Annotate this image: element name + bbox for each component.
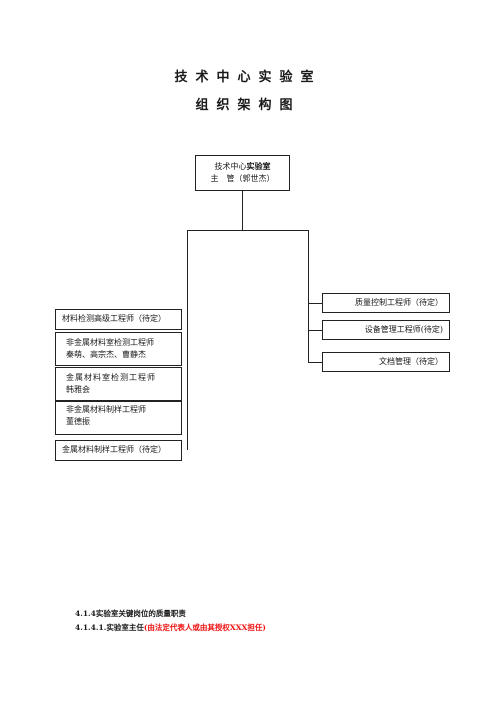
connector-right-branch-2 <box>308 330 323 331</box>
section-heading-prefix: 4.1.4.1.实验室主任 <box>75 623 144 632</box>
top-box-bold: 实验室 <box>246 161 271 171</box>
connector-horizontal-bar <box>187 230 309 231</box>
right-box-document-management: 文档管理（待定） <box>322 352 450 372</box>
top-box-lab-director: 技术中心实验室 主 管（郭世杰） <box>195 155 290 191</box>
right-box-equipment-management: 设备管理工程师(待定) <box>322 320 450 340</box>
connector-right-vertical <box>308 230 309 362</box>
connector-left-vertical <box>187 230 188 450</box>
left-box-metal-sample-engineer: 金属材料制样工程师（待定） <box>55 440 182 461</box>
connector-top-vertical <box>242 190 243 231</box>
left-box-materials-senior-engineer: 材料检测高级工程师（待定） <box>55 309 182 330</box>
left-box-nonmetal-sample-engineer: 非金属材料制样工程师 董德振 <box>55 401 182 435</box>
section-heading-note: (由法定代表人或由其授权XXX担任) <box>143 623 266 632</box>
top-box-director: 主 管（郭世杰） <box>210 174 275 183</box>
top-box-prefix: 技术中心 <box>214 162 247 171</box>
chart-title-line1: 技术中心实验室 <box>174 70 322 85</box>
left-box-nonmetal-test-engineers: 非金属材料室检测工程师 秦萌、高宗杰、曹静杰 <box>55 332 182 366</box>
left-box-metal-test-engineer: 金属材料室检测工程师 韩雅会 <box>55 367 182 401</box>
section-heading-4-1-4-1: 4.1.4.1.实验室主任(由法定代表人或由其授权XXX担任) <box>75 622 266 633</box>
chart-title-line2: 组织架构图 <box>195 98 301 113</box>
connector-right-branch-3 <box>308 362 323 363</box>
section-heading-4-1-4: 4.1.4实验室关键岗位的质量职责 <box>75 609 186 618</box>
right-box-quality-control: 质量控制工程师（待定） <box>322 293 450 313</box>
connector-right-branch-1 <box>308 303 323 304</box>
